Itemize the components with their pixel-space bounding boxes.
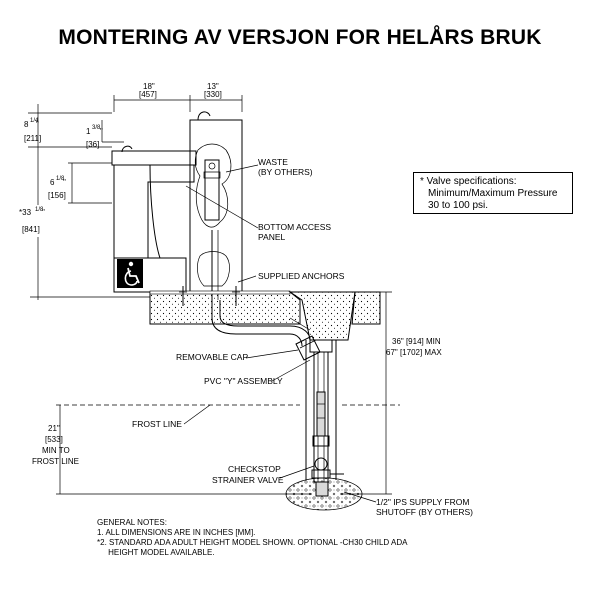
- frost-line: 21" [533] MIN TO FROST LINE: [32, 404, 400, 495]
- note-2b: HEIGHT MODEL AVAILABLE.: [97, 548, 215, 557]
- dim-8-frac: 1/4: [30, 118, 39, 124]
- label-supplied-anchors: SUPPLIED ANCHORS: [258, 271, 345, 281]
- dim-8-unit: ": [36, 120, 39, 129]
- valve-spec-line-3: 30 to 100 psi.: [428, 200, 489, 211]
- dim-33-frac: 1/8: [35, 207, 44, 213]
- dim-1-mm: [36]: [86, 140, 99, 149]
- label-panel: PANEL: [258, 232, 286, 242]
- dim-6: 6: [50, 178, 55, 187]
- valve-spec-line-2: Minimum/Maximum Pressure: [428, 188, 558, 199]
- dim-33-unit: ": [42, 208, 45, 217]
- ground-slab: [149, 286, 381, 341]
- label-bottom-access: BOTTOM ACCESS: [258, 222, 331, 232]
- dim-6-mm: [156]: [48, 191, 66, 200]
- dim-6-unit: ": [63, 178, 66, 187]
- fountain-unit: [111, 111, 243, 300]
- dim-33: *33: [19, 208, 32, 217]
- note-1: 1. ALL DIMENSIONS ARE IN INCHES [MM].: [97, 528, 256, 537]
- dim-8: 8: [24, 120, 29, 129]
- dim-8-mm: [211]: [24, 134, 41, 143]
- label-frost-line: FROST LINE: [132, 419, 182, 429]
- dim-18-mm: [457]: [139, 90, 157, 99]
- label-pvc-y-assembly: PVC "Y" ASSEMBLY: [204, 376, 283, 386]
- dim-1: 1: [86, 127, 91, 136]
- label-removable-cap: REMOVABLE CAP: [176, 352, 248, 362]
- dim-18: 18": [143, 82, 155, 91]
- dim-frost-line: FROST LINE: [32, 457, 79, 466]
- callouts: WASTE (BY OTHERS) BOTTOM ACCESS PANEL SU…: [132, 157, 473, 517]
- depth-dimension: 36" [914] MIN 67" [1702] MAX: [340, 291, 442, 495]
- dim-13: 13": [207, 82, 219, 91]
- label-ips-supply: 1/2" IPS SUPPLY FROM: [376, 497, 469, 507]
- dim-1-unit: ": [100, 127, 103, 136]
- valve-spec-box: * Valve specifications: Minimum/Maximum …: [413, 172, 573, 214]
- underground-piping: [211, 300, 363, 511]
- dim-depth-min: 36" [914] MIN: [392, 337, 441, 346]
- general-notes: GENERAL NOTES: 1. ALL DIMENSIONS ARE IN …: [97, 518, 517, 558]
- dim-depth-max: 67" [1702] MAX: [386, 348, 442, 357]
- notes-heading: GENERAL NOTES:: [97, 518, 167, 527]
- dim-13-mm: [330]: [204, 90, 222, 99]
- page-title: MONTERING AV VERSJON FOR HELÅRS BRUK: [58, 26, 542, 49]
- label-checkstop: CHECKSTOP: [228, 464, 281, 474]
- valve-spec-line-1: * Valve specifications:: [420, 176, 517, 187]
- dim-33-mm: [841]: [22, 225, 40, 234]
- height-dimensions: 8 1/4 " [211] 1 3/8 " [36] 6 1/8 " [156]…: [18, 104, 150, 300]
- dim-21-mm: [533]: [45, 435, 63, 444]
- width-dimensions: 18" [457] 13" [330]: [113, 82, 243, 112]
- dim-1-frac: 3/8: [92, 125, 101, 131]
- dim-frost-min: MIN TO: [42, 446, 70, 455]
- note-2a: *2. STANDARD ADA ADULT HEIGHT MODEL SHOW…: [97, 538, 408, 547]
- label-waste-by-others: (BY OTHERS): [258, 167, 313, 177]
- dim-6-frac: 1/8: [56, 176, 65, 182]
- label-strainer-valve: STRAINER VALVE: [212, 475, 284, 485]
- label-waste: WASTE: [258, 157, 288, 167]
- label-shutoff: SHUTOFF (BY OTHERS): [376, 507, 473, 517]
- dim-21: 21": [48, 424, 60, 433]
